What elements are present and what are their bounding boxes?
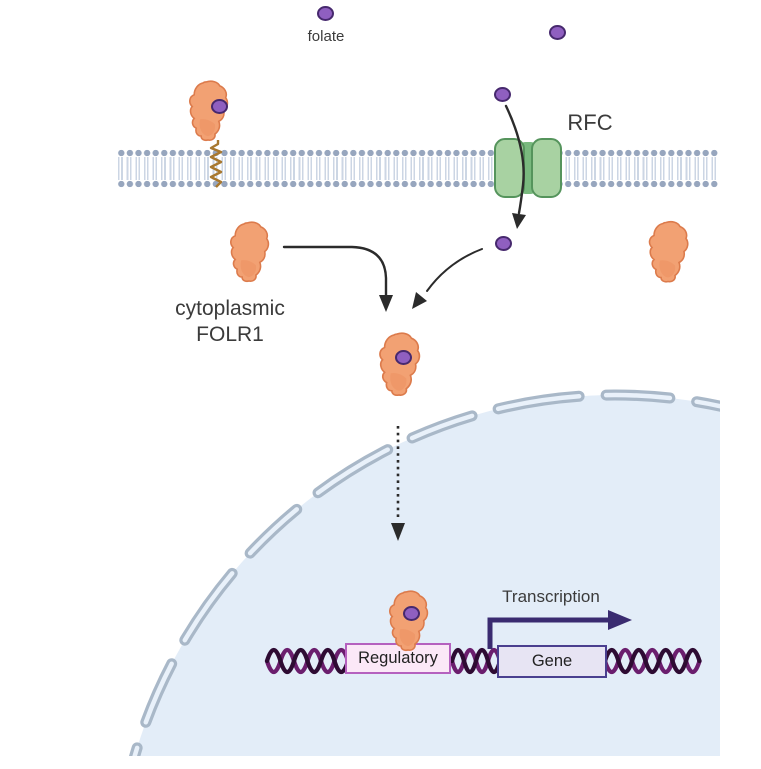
folate-label: folate [307,28,345,45]
plasma-membrane [117,149,718,188]
dna-segment-left [264,647,351,675]
gene-box-label: Gene [531,652,573,670]
lipid-heads-top [117,149,718,157]
dna-segment-right [602,647,702,675]
folr1-nuclear-complex [389,590,429,652]
folate-bound-nuclear [403,606,420,621]
folate-bound-complex [395,350,412,365]
rfc-label: RFC [567,110,613,135]
regulatory-box-label: Regulatory [358,649,438,667]
dna-segment-middle [449,647,503,675]
folate-molecule-above-rfc [494,87,511,102]
transcription-arrow [487,610,632,649]
cytoplasmic-folr1-label-line1: cytoplasmic [175,297,285,320]
illustration-canvas: Regulatory Gene folate RFC cytoplasmic F… [117,6,720,756]
lipid-tails-top [117,157,718,169]
arrow-folate-to-complex [412,248,483,309]
gpi-anchor-icon [209,140,223,188]
arrow-through-rfc [504,104,526,229]
arrow-nuclear-import [391,426,405,541]
nucleoplasm [134,395,720,756]
gene-box: Gene [497,645,607,678]
folate-molecule-cytoplasm [495,236,512,251]
folr1-cytoplasmic [230,221,270,283]
folr1-folate-complex [379,332,421,397]
cytoplasmic-folr1-label-line2: FOLR1 [196,323,264,346]
cytoplasmic-folr1-label: cytoplasmic FOLR1 [150,296,310,348]
transcription-label: Transcription [502,587,600,606]
folate-bound-membrane [211,99,228,114]
rfc-lobe-right [531,138,562,198]
folate-molecule-top [317,6,334,21]
folr1-protein-right [648,220,689,283]
arrow-folr1-to-complex [282,245,393,312]
lipid-heads-bottom [117,180,718,188]
lipid-tails-bottom [117,168,718,180]
nuclear-envelope-core [132,392,720,756]
folate-molecule-right [549,25,566,40]
